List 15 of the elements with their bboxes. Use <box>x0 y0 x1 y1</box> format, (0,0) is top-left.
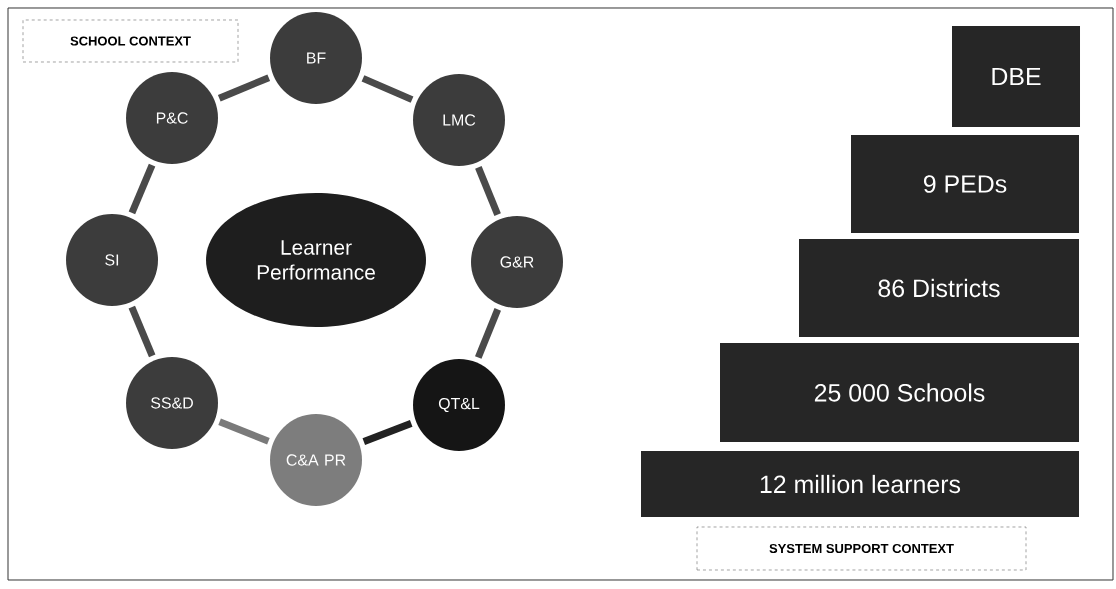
connector-bar <box>217 74 271 102</box>
connector-bar <box>475 166 501 216</box>
connector-bar <box>362 420 413 445</box>
context-label-box: SCHOOL CONTEXT <box>22 19 239 63</box>
level-bar: 86 Districts <box>799 239 1079 337</box>
level-bar: DBE <box>952 26 1080 127</box>
level-bar: 25 000 Schools <box>720 343 1079 442</box>
level-bar: 12 million learners <box>641 451 1079 517</box>
connector-bar <box>361 75 414 103</box>
connector-bar <box>218 418 270 445</box>
level-bar: 9 PEDs <box>851 135 1079 233</box>
connector-bar <box>475 308 501 359</box>
context-label-box: SYSTEM SUPPORT CONTEXT <box>696 526 1027 571</box>
connector-bar <box>128 305 156 358</box>
connector-bar <box>128 163 156 215</box>
